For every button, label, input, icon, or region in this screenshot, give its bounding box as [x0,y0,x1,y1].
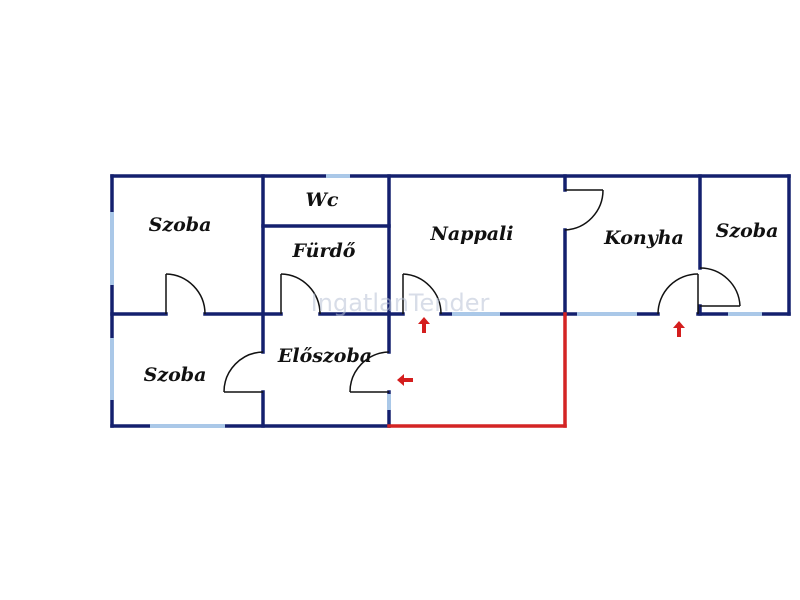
door-konyha [657,273,699,315]
door-eloszoba-entrance [349,351,390,393]
room-label-nappali: Nappali [430,223,514,245]
red-arrow-icon [418,317,430,333]
door-nappali-konyha [564,189,604,231]
door-nappali [402,273,442,315]
room-label-szoba-right: Szoba [716,220,779,242]
room-label-wc: Wc [306,189,339,211]
room-label-konyha: Konyha [603,227,684,249]
red-arrow-icon [673,321,685,337]
door-szoba-top-left [165,273,206,315]
terrace-outline [387,312,567,428]
room-label-szoba-top-left: Szoba [149,214,212,236]
doors [165,189,741,393]
room-label-eloszoba: Előszoba [277,345,372,367]
room-labels: Szoba Wc Fürdő Nappali Konyha Szoba Szob… [144,189,779,386]
door-szoba-bottom-left [223,351,264,393]
red-arrow-icon [397,374,413,386]
door-szoba-right [699,267,741,307]
room-label-furdo: Fürdő [292,240,356,262]
room-label-szoba-bottom-left: Szoba [144,364,207,386]
windows [110,174,762,428]
watermark: IngatlanTender [311,289,490,317]
entry-arrows [397,317,685,386]
door-furdo [280,273,321,315]
